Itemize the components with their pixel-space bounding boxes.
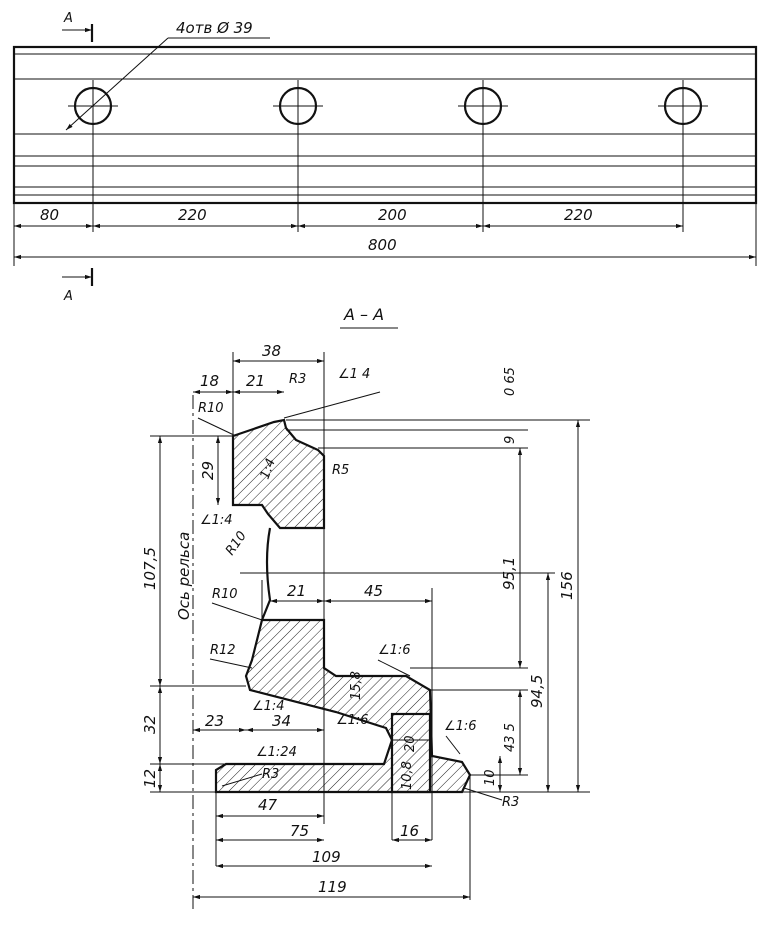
slope-1-4-lower: ∠1:4 — [252, 699, 285, 714]
dim-435: 43 5 — [503, 723, 518, 752]
dim-945: 94,5 — [528, 675, 546, 708]
dim-32: 32 — [141, 715, 159, 734]
slope-1-4-left: ∠1:4 — [200, 513, 233, 528]
r3-left: R3 — [262, 767, 279, 782]
section-marker-bottom: A — [62, 268, 94, 304]
dim-18: 18 — [200, 372, 219, 390]
slope-1-6-right: ∠1:6 — [444, 719, 477, 734]
dim-29: 29 — [199, 461, 217, 480]
slope-1-6-upper: ∠1:6 — [378, 643, 411, 658]
dim-80: 80 — [40, 206, 59, 224]
dim-109: 109 — [312, 848, 341, 866]
svg-text:A: A — [63, 11, 73, 26]
r10-top: R10 — [198, 401, 224, 416]
dim-23: 23 — [205, 712, 224, 730]
dim-34: 34 — [272, 712, 291, 730]
bar-cross-section — [231, 418, 326, 530]
holes-note: 4отв Ø 39 — [176, 19, 253, 37]
holes-leader — [65, 37, 169, 131]
svg-text:A: A — [63, 289, 73, 304]
dim-20: 20 — [403, 735, 418, 752]
dim-158: 15,8 — [349, 671, 364, 700]
dim-47: 47 — [258, 796, 278, 814]
dim-12: 12 — [141, 769, 159, 788]
dim-10: 10 — [483, 769, 498, 786]
dim-065: 0 65 — [503, 367, 518, 396]
slope-1-24: ∠1:24 — [256, 745, 297, 760]
dim-220-left: 220 — [178, 206, 207, 224]
slope-top: ∠1 4 — [338, 367, 370, 382]
section-view: A – A Ось рельса — [141, 305, 590, 910]
section-marker-top: A — [62, 11, 94, 42]
dim-220-right: 220 — [564, 206, 593, 224]
axis-label: Ось рельса — [175, 532, 193, 620]
dim-45: 45 — [364, 582, 383, 600]
r12: R12 — [210, 643, 236, 658]
dim-16: 16 — [400, 822, 419, 840]
dim-38: 38 — [262, 342, 281, 360]
dim-75: 75 — [290, 822, 309, 840]
dim-800: 800 — [368, 236, 397, 254]
dim-951: 95,1 — [500, 557, 518, 590]
r5: R5 — [332, 463, 349, 478]
r10-mid: R10 — [223, 529, 250, 559]
dim-9: 9 — [503, 436, 518, 444]
bar-cross-section-lower — [214, 618, 472, 794]
dim-119: 119 — [318, 878, 347, 896]
section-title: A – A — [343, 305, 384, 324]
r3-top: R3 — [289, 372, 306, 387]
dim-108: 10,8 — [400, 761, 415, 790]
plan-view: 4отв Ø 39 A A 80 220 200 220 800 — [12, 11, 758, 304]
bar-outline — [12, 45, 758, 205]
dim-21-mid: 21 — [287, 582, 306, 600]
slope-1-6-mid: ∠1:6 — [336, 713, 369, 728]
dim-21-top: 21 — [246, 372, 265, 390]
dim-1075: 107,5 — [141, 547, 159, 590]
slope-1-4-inner: 1:4 — [258, 457, 279, 482]
dim-200: 200 — [378, 206, 407, 224]
dim-156: 156 — [558, 571, 576, 600]
r10-lower: R10 — [212, 587, 238, 602]
r3-right: R3 — [502, 795, 519, 810]
